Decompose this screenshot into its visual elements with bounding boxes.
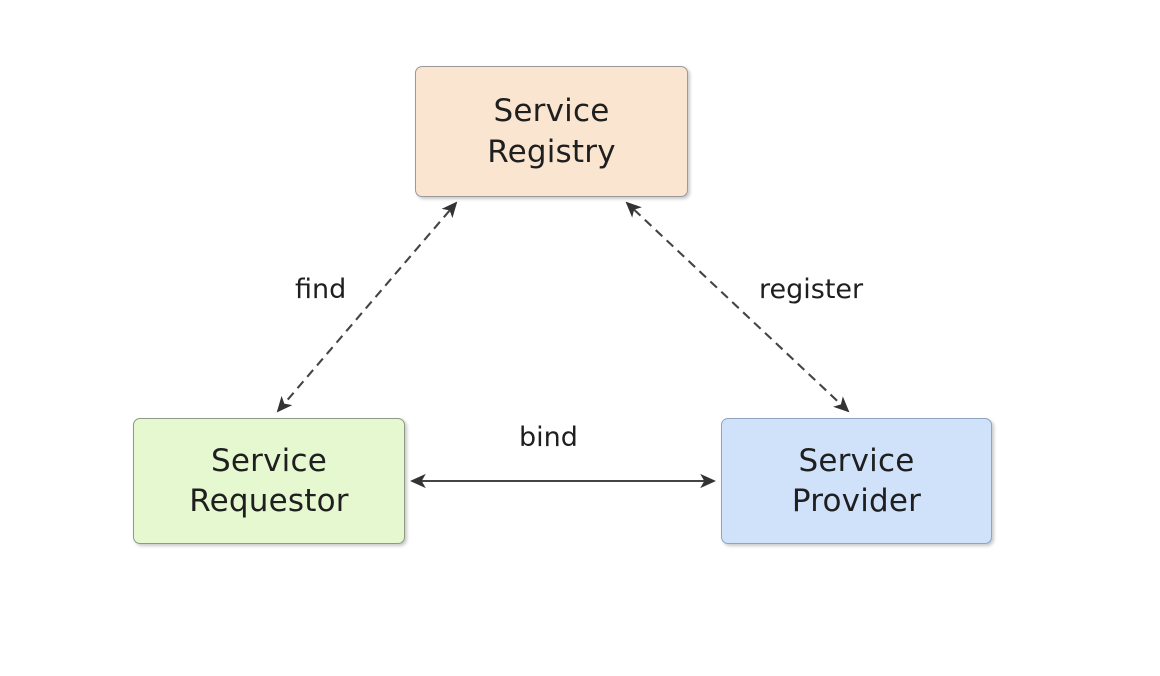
edge-find	[276, 201, 458, 413]
node-service-registry[interactable]: Service Registry	[415, 66, 688, 197]
edge-register	[625, 201, 850, 413]
node-registry-line-2: Registry	[487, 133, 616, 170]
edge-label-find: find	[291, 274, 351, 305]
node-registry-line-1: Service	[493, 93, 610, 130]
node-provider-line-2: Provider	[791, 483, 922, 519]
node-service-requestor[interactable]: Service Requestor	[133, 418, 405, 544]
node-requestor-line-1: Service	[211, 442, 327, 479]
node-requestor-line-2: Requestor	[189, 483, 349, 519]
node-service-provider[interactable]: Service Provider	[721, 418, 992, 544]
node-provider-line-1: Service	[798, 442, 915, 479]
edge-label-register: register	[755, 274, 868, 305]
edge-label-bind: bind	[515, 422, 582, 453]
